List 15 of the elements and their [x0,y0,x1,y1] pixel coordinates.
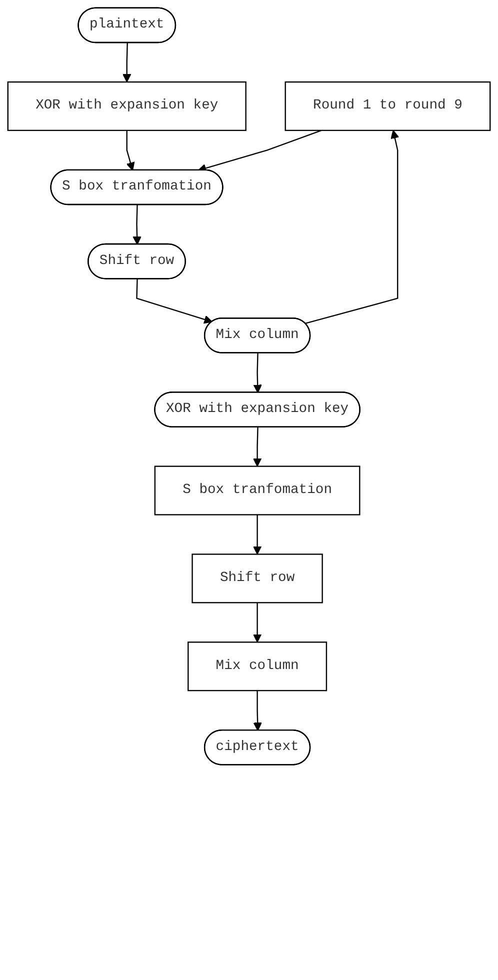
arrow [122,42,132,82]
node-box: Round 1 to round 9 [284,81,491,131]
arrow [253,353,262,394]
node-box: Shift row [192,554,323,604]
arrow [252,427,262,467]
arrow [252,514,262,555]
arrow [305,130,400,324]
node-box: XOR with expansion key [7,81,246,131]
node-box: S box tranfomation [154,466,360,516]
arrow [136,279,213,324]
node-box: Mix column [188,642,328,692]
arrow [126,130,135,171]
arrow [252,602,262,643]
arrow [132,204,142,245]
arrow [253,690,262,731]
